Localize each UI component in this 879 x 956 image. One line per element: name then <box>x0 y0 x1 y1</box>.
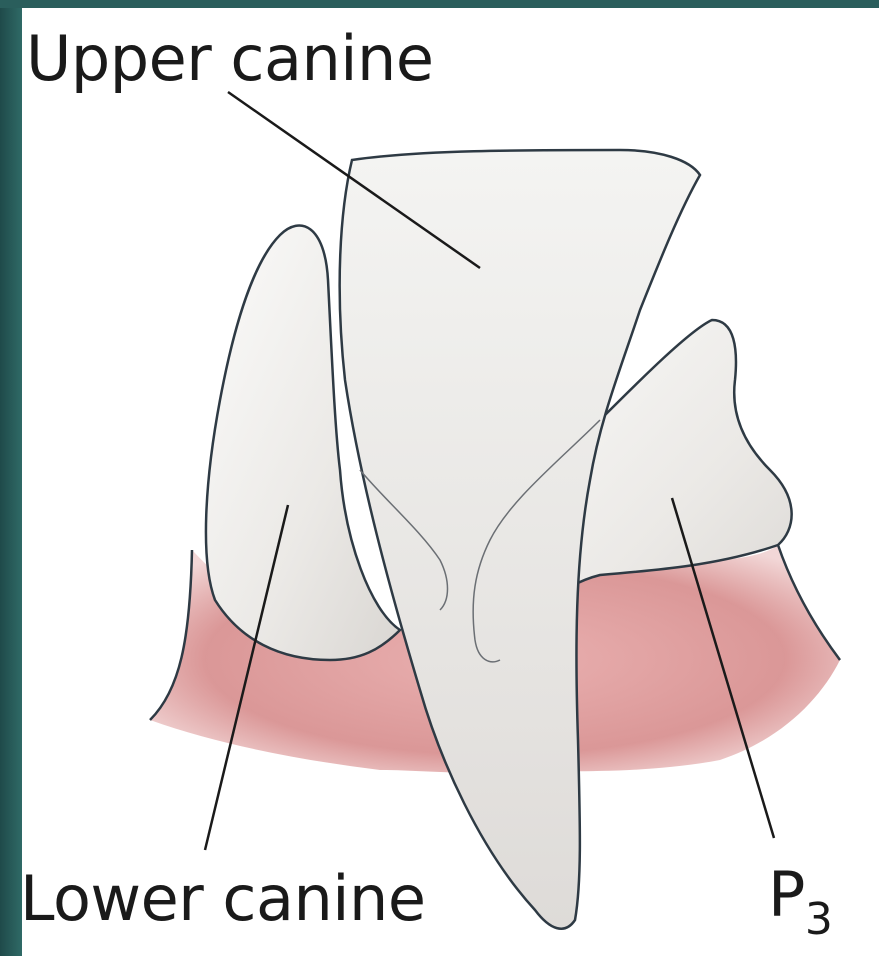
label-p3: P3 <box>768 858 832 945</box>
label-p3-base: P <box>768 858 805 931</box>
label-upper-canine: Upper canine <box>26 22 433 95</box>
label-p3-subscript: 3 <box>805 894 833 945</box>
label-lower-canine: Lower canine <box>20 862 425 935</box>
